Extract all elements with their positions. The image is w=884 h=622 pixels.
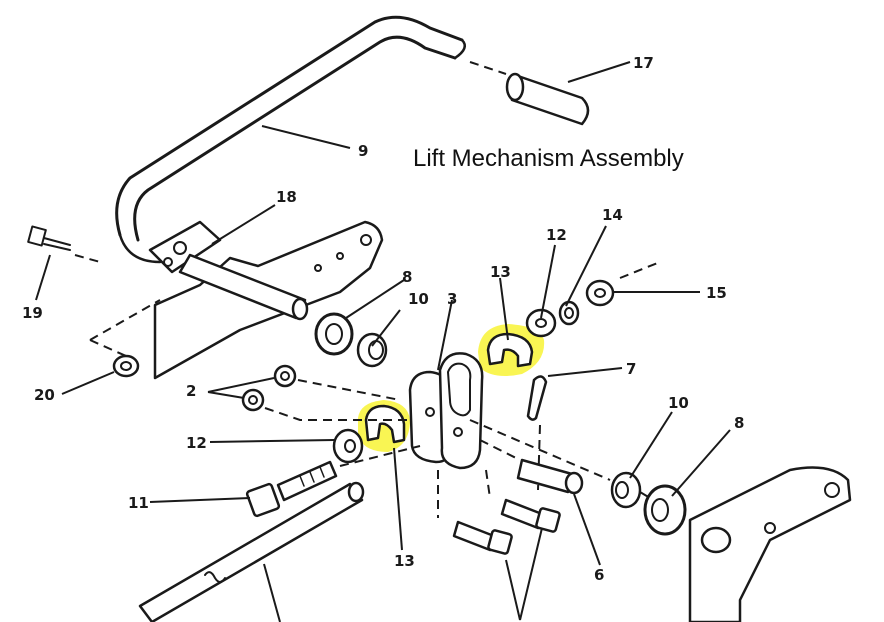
callout-7: 7: [626, 360, 636, 378]
pin-6: [479, 439, 584, 495]
callout-8-upper: 8: [402, 268, 412, 286]
callout-10-lower: 10: [668, 394, 689, 412]
callout-6: 6: [594, 566, 604, 584]
callout-18: 18: [276, 188, 297, 206]
callout-13-lower: 13: [394, 552, 415, 570]
assembly-line-20: [89, 299, 161, 357]
washer-14: [558, 300, 580, 326]
bolt-19: [27, 225, 101, 263]
grip-sleeve: [469, 61, 590, 126]
callout-17: 17: [633, 54, 654, 72]
nut-20: [112, 354, 140, 378]
assembly-line-center: [469, 419, 651, 499]
nuts-2: [241, 364, 410, 421]
callout-11: 11: [128, 494, 149, 512]
washer-8-lower: [643, 484, 687, 536]
spacer-10-upper: [356, 332, 388, 368]
washer-12-upper: [525, 308, 557, 338]
callout-19: 19: [22, 304, 43, 322]
link-plates: [408, 352, 484, 470]
callout-9: 9: [358, 142, 368, 160]
handle-bar: [115, 15, 467, 264]
cotter-pin-7: [526, 375, 548, 491]
bolt-11: [245, 445, 421, 518]
callout-8-lower: 8: [734, 414, 744, 432]
callout-12-lower: 12: [186, 434, 207, 452]
callout-14: 14: [602, 206, 623, 224]
callout-3: 3: [447, 290, 457, 308]
axle-tube: [178, 253, 309, 321]
leader-lines: [35, 61, 731, 622]
clip-13-upper: [486, 332, 534, 368]
spacer-10-lower: [610, 471, 642, 509]
lower-arm: [688, 466, 852, 622]
lift-rod: [138, 481, 365, 622]
diagram-title: Lift Mechanism Assembly: [413, 145, 684, 172]
callout-12-upper: 12: [546, 226, 567, 244]
washer-8-upper: [314, 312, 354, 356]
callout-15: 15: [706, 284, 727, 302]
bolts-lower: [437, 469, 561, 555]
callout-13-upper: 13: [490, 263, 511, 281]
callout-2: 2: [186, 382, 196, 400]
callout-10-upper: 10: [408, 290, 429, 308]
callout-labels: 17 9 18 19 20 8 10 3 13 12 14 15 7 2 12 …: [22, 54, 744, 584]
washer-12-lower: [332, 428, 364, 464]
nut-15: [585, 261, 661, 307]
callout-20: 20: [34, 386, 55, 404]
